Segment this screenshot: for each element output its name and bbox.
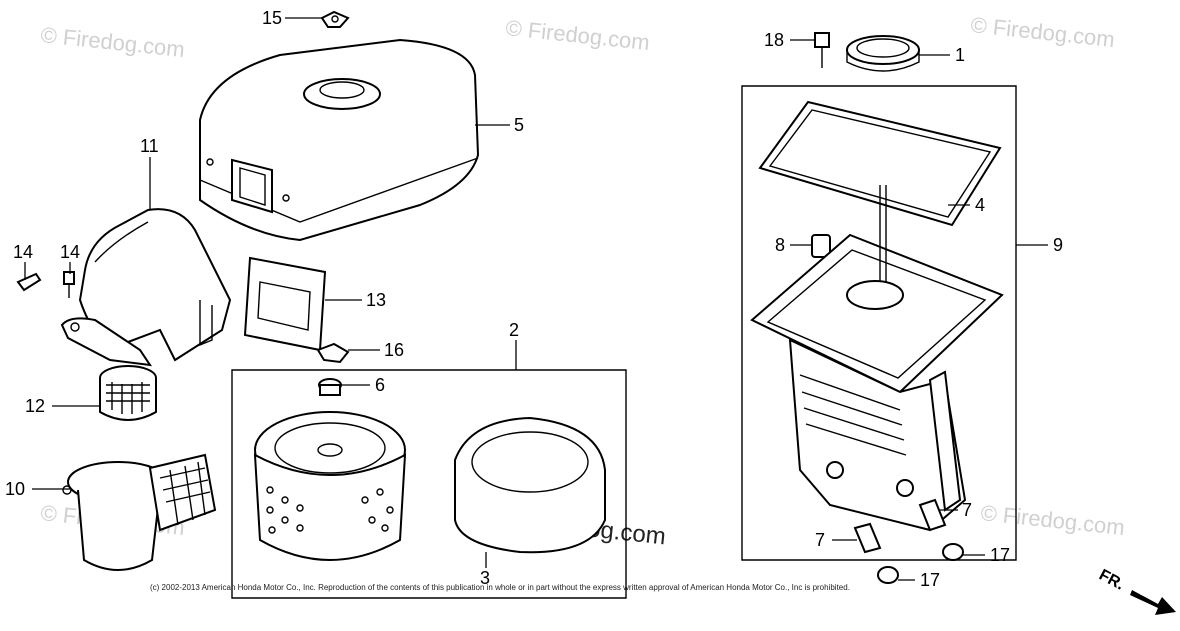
part-screen-12 bbox=[99, 365, 157, 421]
callout-numbers: 15 5 11 14 14 13 2 16 6 12 10 3 18 1 4 8… bbox=[5, 8, 1063, 590]
part-tubes-7 bbox=[853, 498, 947, 554]
callout-7a: 7 bbox=[962, 500, 972, 520]
callout-17b: 17 bbox=[920, 570, 940, 590]
copyright-notice: (c) 2002-2013 American Honda Motor Co., … bbox=[150, 583, 850, 592]
part-foam-element-3 bbox=[454, 416, 606, 554]
callout-6: 6 bbox=[375, 375, 385, 395]
callout-8: 8 bbox=[775, 235, 785, 255]
callout-1: 1 bbox=[955, 45, 965, 65]
fr-arrow-icon bbox=[1130, 590, 1176, 615]
part-filter-element bbox=[253, 411, 407, 561]
part-nuts-17 bbox=[877, 543, 964, 584]
callout-14b: 14 bbox=[60, 242, 80, 262]
callout-14a: 14 bbox=[13, 242, 33, 262]
callout-3: 3 bbox=[480, 568, 490, 588]
part-nut-16 bbox=[316, 342, 350, 364]
callout-5: 5 bbox=[514, 115, 524, 135]
bracket-9 bbox=[741, 85, 1017, 561]
callout-4: 4 bbox=[975, 195, 985, 215]
callout-17a: 17 bbox=[990, 545, 1010, 565]
filter-holes bbox=[266, 486, 394, 534]
part-base-9 bbox=[750, 185, 1004, 532]
watermark: © Firedog.com bbox=[979, 500, 1125, 540]
callout-12: 12 bbox=[25, 396, 45, 416]
part-air-cleaner-cover bbox=[199, 38, 480, 242]
bracket-2 bbox=[231, 369, 627, 599]
part-bolt-18 bbox=[814, 32, 830, 68]
callout-10: 10 bbox=[5, 479, 25, 499]
part-case-10 bbox=[62, 453, 217, 571]
front-direction-indicator: FR. bbox=[1096, 567, 1176, 615]
part-collar-8 bbox=[811, 234, 831, 258]
part-bolts-14 bbox=[16, 271, 75, 298]
callout-13: 13 bbox=[366, 290, 386, 310]
part-elbow-cover bbox=[60, 208, 232, 367]
part-gasket-4 bbox=[758, 100, 1002, 227]
callout-9: 9 bbox=[1053, 235, 1063, 255]
callout-18: 18 bbox=[764, 30, 784, 50]
callout-16: 16 bbox=[384, 340, 404, 360]
watermark: © Firedog.com bbox=[969, 12, 1115, 52]
part-seal-1 bbox=[846, 35, 920, 72]
part-grommet-6 bbox=[318, 378, 342, 396]
part-wing-nut-15 bbox=[320, 10, 350, 28]
callout-2: 2 bbox=[509, 320, 519, 340]
watermark: © Firedog.com bbox=[39, 22, 185, 62]
part-gasket-13 bbox=[243, 256, 327, 352]
fr-label: FR. bbox=[1096, 567, 1127, 594]
watermark: © Firedog.com bbox=[504, 15, 650, 55]
leader-lines bbox=[24, 17, 1048, 581]
callout-7b: 7 bbox=[815, 530, 825, 550]
callout-15: 15 bbox=[262, 8, 282, 28]
callout-11: 11 bbox=[140, 136, 159, 156]
